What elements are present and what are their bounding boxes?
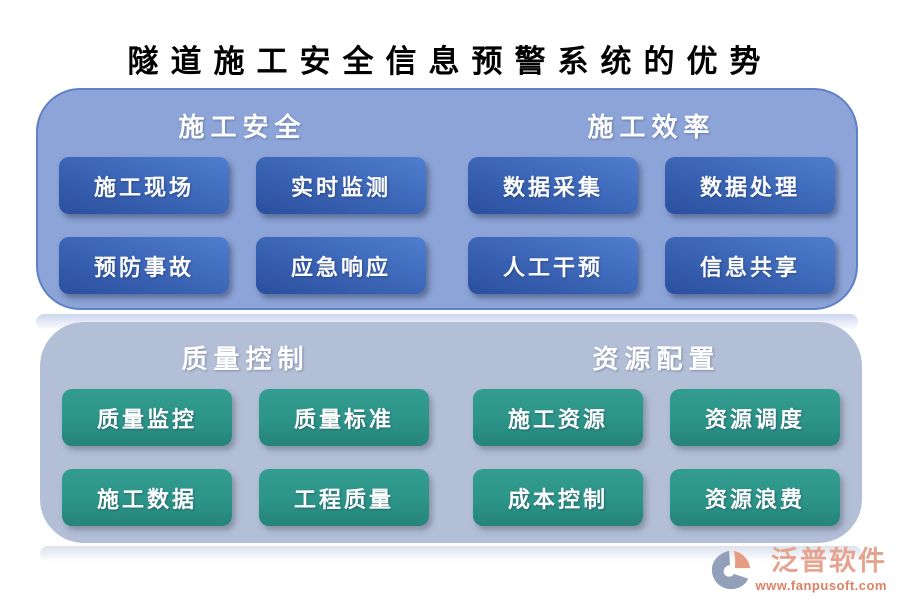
panel-construction: 施工安全 施工现场 实时监测 预防事故 应急响应 施工效率 数据采集 数据处理 … [36,88,858,310]
chip-information-sharing[interactable]: 信息共享 [665,237,835,294]
section-construction-efficiency: 施工效率 数据采集 数据处理 人工干预 信息共享 [447,90,856,308]
chip-construction-data[interactable]: 施工数据 [62,469,232,526]
chip-resource-waste[interactable]: 资源浪费 [670,469,840,526]
section-resource-allocation: 资源配置 施工资源 资源调度 成本控制 资源浪费 [451,322,862,543]
chip-data-collection[interactable]: 数据采集 [468,157,638,214]
chip-project-quality[interactable]: 工程质量 [259,469,429,526]
section-construction-safety: 施工安全 施工现场 实时监测 预防事故 应急响应 [38,90,447,308]
brand-text-column: 泛普软件 www.fanpusoft.com [755,546,887,593]
chip-manual-intervention[interactable]: 人工干预 [468,237,638,294]
branding: 泛普软件 www.fanpusoft.com [710,546,887,593]
chip-resource-scheduling[interactable]: 资源调度 [670,389,840,446]
chip-grid-resource-allocation: 施工资源 资源调度 成本控制 资源浪费 [473,389,840,526]
chip-emergency-response[interactable]: 应急响应 [256,237,426,294]
section-header-construction-safety: 施工安全 [178,113,307,142]
chip-data-processing[interactable]: 数据处理 [665,157,835,214]
chip-realtime-monitoring[interactable]: 实时监测 [256,157,426,214]
chip-construction-site[interactable]: 施工现场 [59,157,229,214]
chip-grid-quality-control: 质量监控 质量标准 施工数据 工程质量 [62,389,429,526]
panel-quality-resources: 质量控制 质量监控 质量标准 施工数据 工程质量 资源配置 施工资源 资源调度 … [40,322,862,543]
chip-quality-monitoring[interactable]: 质量监控 [62,389,232,446]
chip-cost-control[interactable]: 成本控制 [473,469,643,526]
chip-quality-standards[interactable]: 质量标准 [259,389,429,446]
chip-grid-construction-efficiency: 数据采集 数据处理 人工干预 信息共享 [468,157,835,294]
website-link[interactable]: www.fanpusoft.com [755,577,887,593]
fanpu-logo-icon [710,549,752,591]
brand-name: 泛普软件 [771,546,887,576]
section-header-quality-control: 质量控制 [181,345,310,374]
section-header-construction-efficiency: 施工效率 [587,113,716,142]
chip-construction-resources[interactable]: 施工资源 [473,389,643,446]
chip-grid-construction-safety: 施工现场 实时监测 预防事故 应急响应 [59,157,426,294]
section-quality-control: 质量控制 质量监控 质量标准 施工数据 工程质量 [40,322,451,543]
page-title: 隧道施工安全信息预警系统的优势 [127,44,773,79]
section-header-resource-allocation: 资源配置 [592,345,721,374]
chip-accident-prevention[interactable]: 预防事故 [59,237,229,294]
